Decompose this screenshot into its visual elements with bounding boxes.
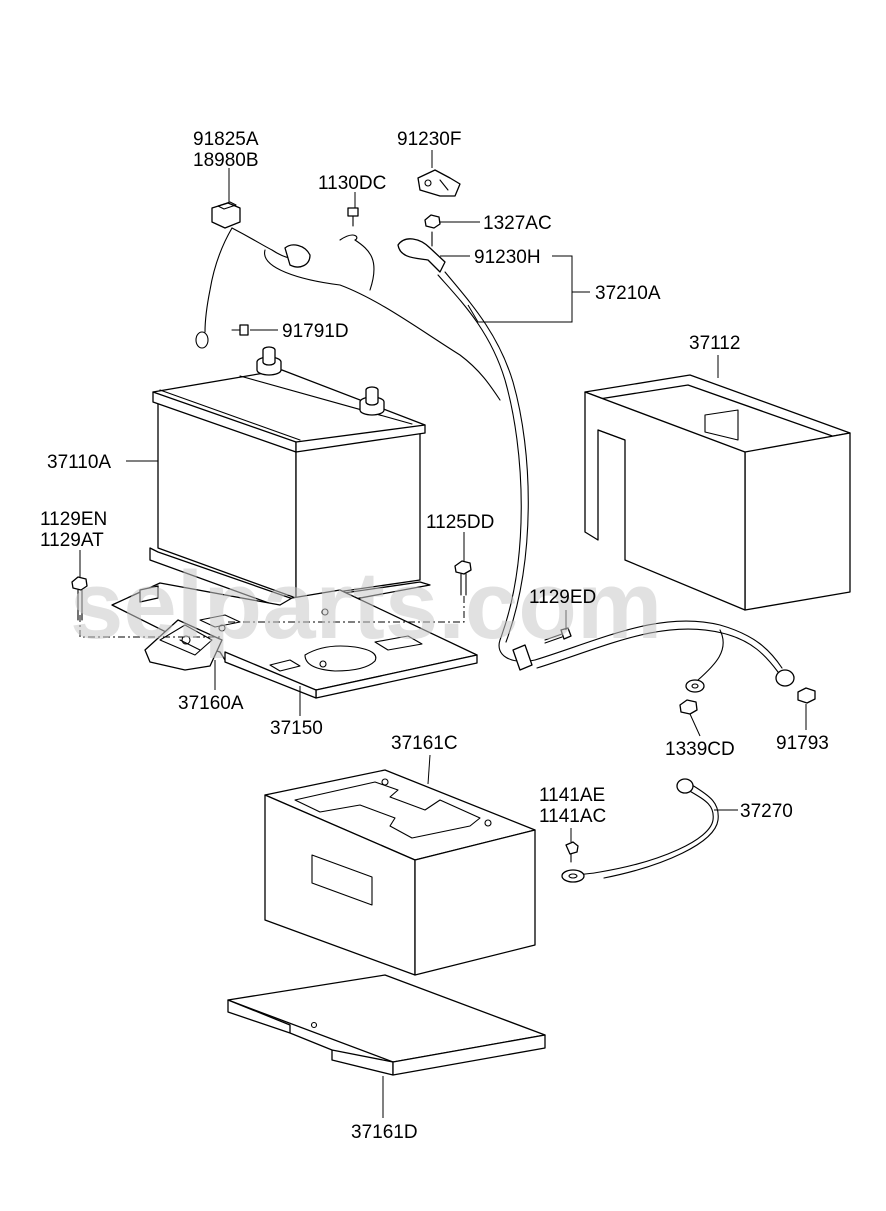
label-1141AE: 1141AE	[539, 785, 605, 806]
cable-37210A	[437, 271, 783, 681]
nut-1327AC	[424, 214, 441, 229]
label-1129AT: 1129AT	[40, 530, 104, 551]
bolt-1129EN	[71, 576, 88, 621]
label-37160A: 37160A	[178, 693, 244, 714]
label-1339CD: 1339CD	[665, 739, 735, 760]
fuse-block-91825A	[211, 201, 241, 229]
label-37112: 37112	[689, 333, 740, 354]
label-37161D: 37161D	[351, 1122, 418, 1143]
terminal-91230H	[397, 231, 446, 273]
label-37270: 37270	[740, 801, 793, 822]
label-1141AC: 1141AC	[539, 806, 606, 827]
nut-91793	[775, 669, 816, 704]
battery-box-37112	[584, 374, 851, 611]
battery-terminal-negative	[359, 386, 385, 416]
bracket-37160A	[144, 619, 226, 671]
label-1125DD: 1125DD	[426, 512, 494, 533]
battery-37110A	[149, 346, 431, 611]
reference-lines	[79, 596, 465, 638]
part-labels: 91825A 18980B 91230F 1130DC 1327AC 91230…	[40, 129, 829, 1143]
label-91230F: 91230F	[397, 129, 461, 150]
leader-lines	[79, 150, 807, 1118]
label-1129EN: 1129EN	[40, 509, 107, 530]
label-91230H: 91230H	[474, 247, 541, 268]
label-37161C: 37161C	[391, 733, 458, 754]
ring-terminals-37270	[561, 778, 694, 883]
label-1129ED: 1129ED	[529, 587, 596, 608]
battery-cover-37161C	[264, 769, 536, 976]
battery-terminal-positive	[256, 346, 282, 376]
label-91793: 91793	[776, 733, 829, 754]
watermark: selparts.com	[70, 552, 662, 659]
bolt-91791D	[231, 324, 249, 336]
label-91825A: 91825A	[193, 129, 259, 150]
bolt-1141AE	[565, 841, 579, 863]
label-37210A: 37210A	[595, 283, 661, 304]
cable-18980B	[204, 227, 501, 401]
battery-tray-37150	[111, 582, 478, 699]
label-1130DC: 1130DC	[318, 173, 386, 194]
bolt-1125DD	[454, 560, 472, 596]
clamp-91230F	[417, 169, 461, 197]
cable-37270	[577, 784, 719, 879]
screw-1130DC	[347, 207, 359, 227]
ring-terminal-18980B	[195, 244, 311, 349]
label-1327AC: 1327AC	[483, 213, 552, 234]
label-91791D: 91791D	[282, 321, 349, 342]
label-37110A: 37110A	[47, 452, 111, 473]
label-18980B: 18980B	[193, 150, 259, 171]
nut-1339CD	[679, 679, 705, 715]
battery-pad-37161D	[227, 974, 546, 1076]
label-37150: 37150	[270, 718, 323, 739]
